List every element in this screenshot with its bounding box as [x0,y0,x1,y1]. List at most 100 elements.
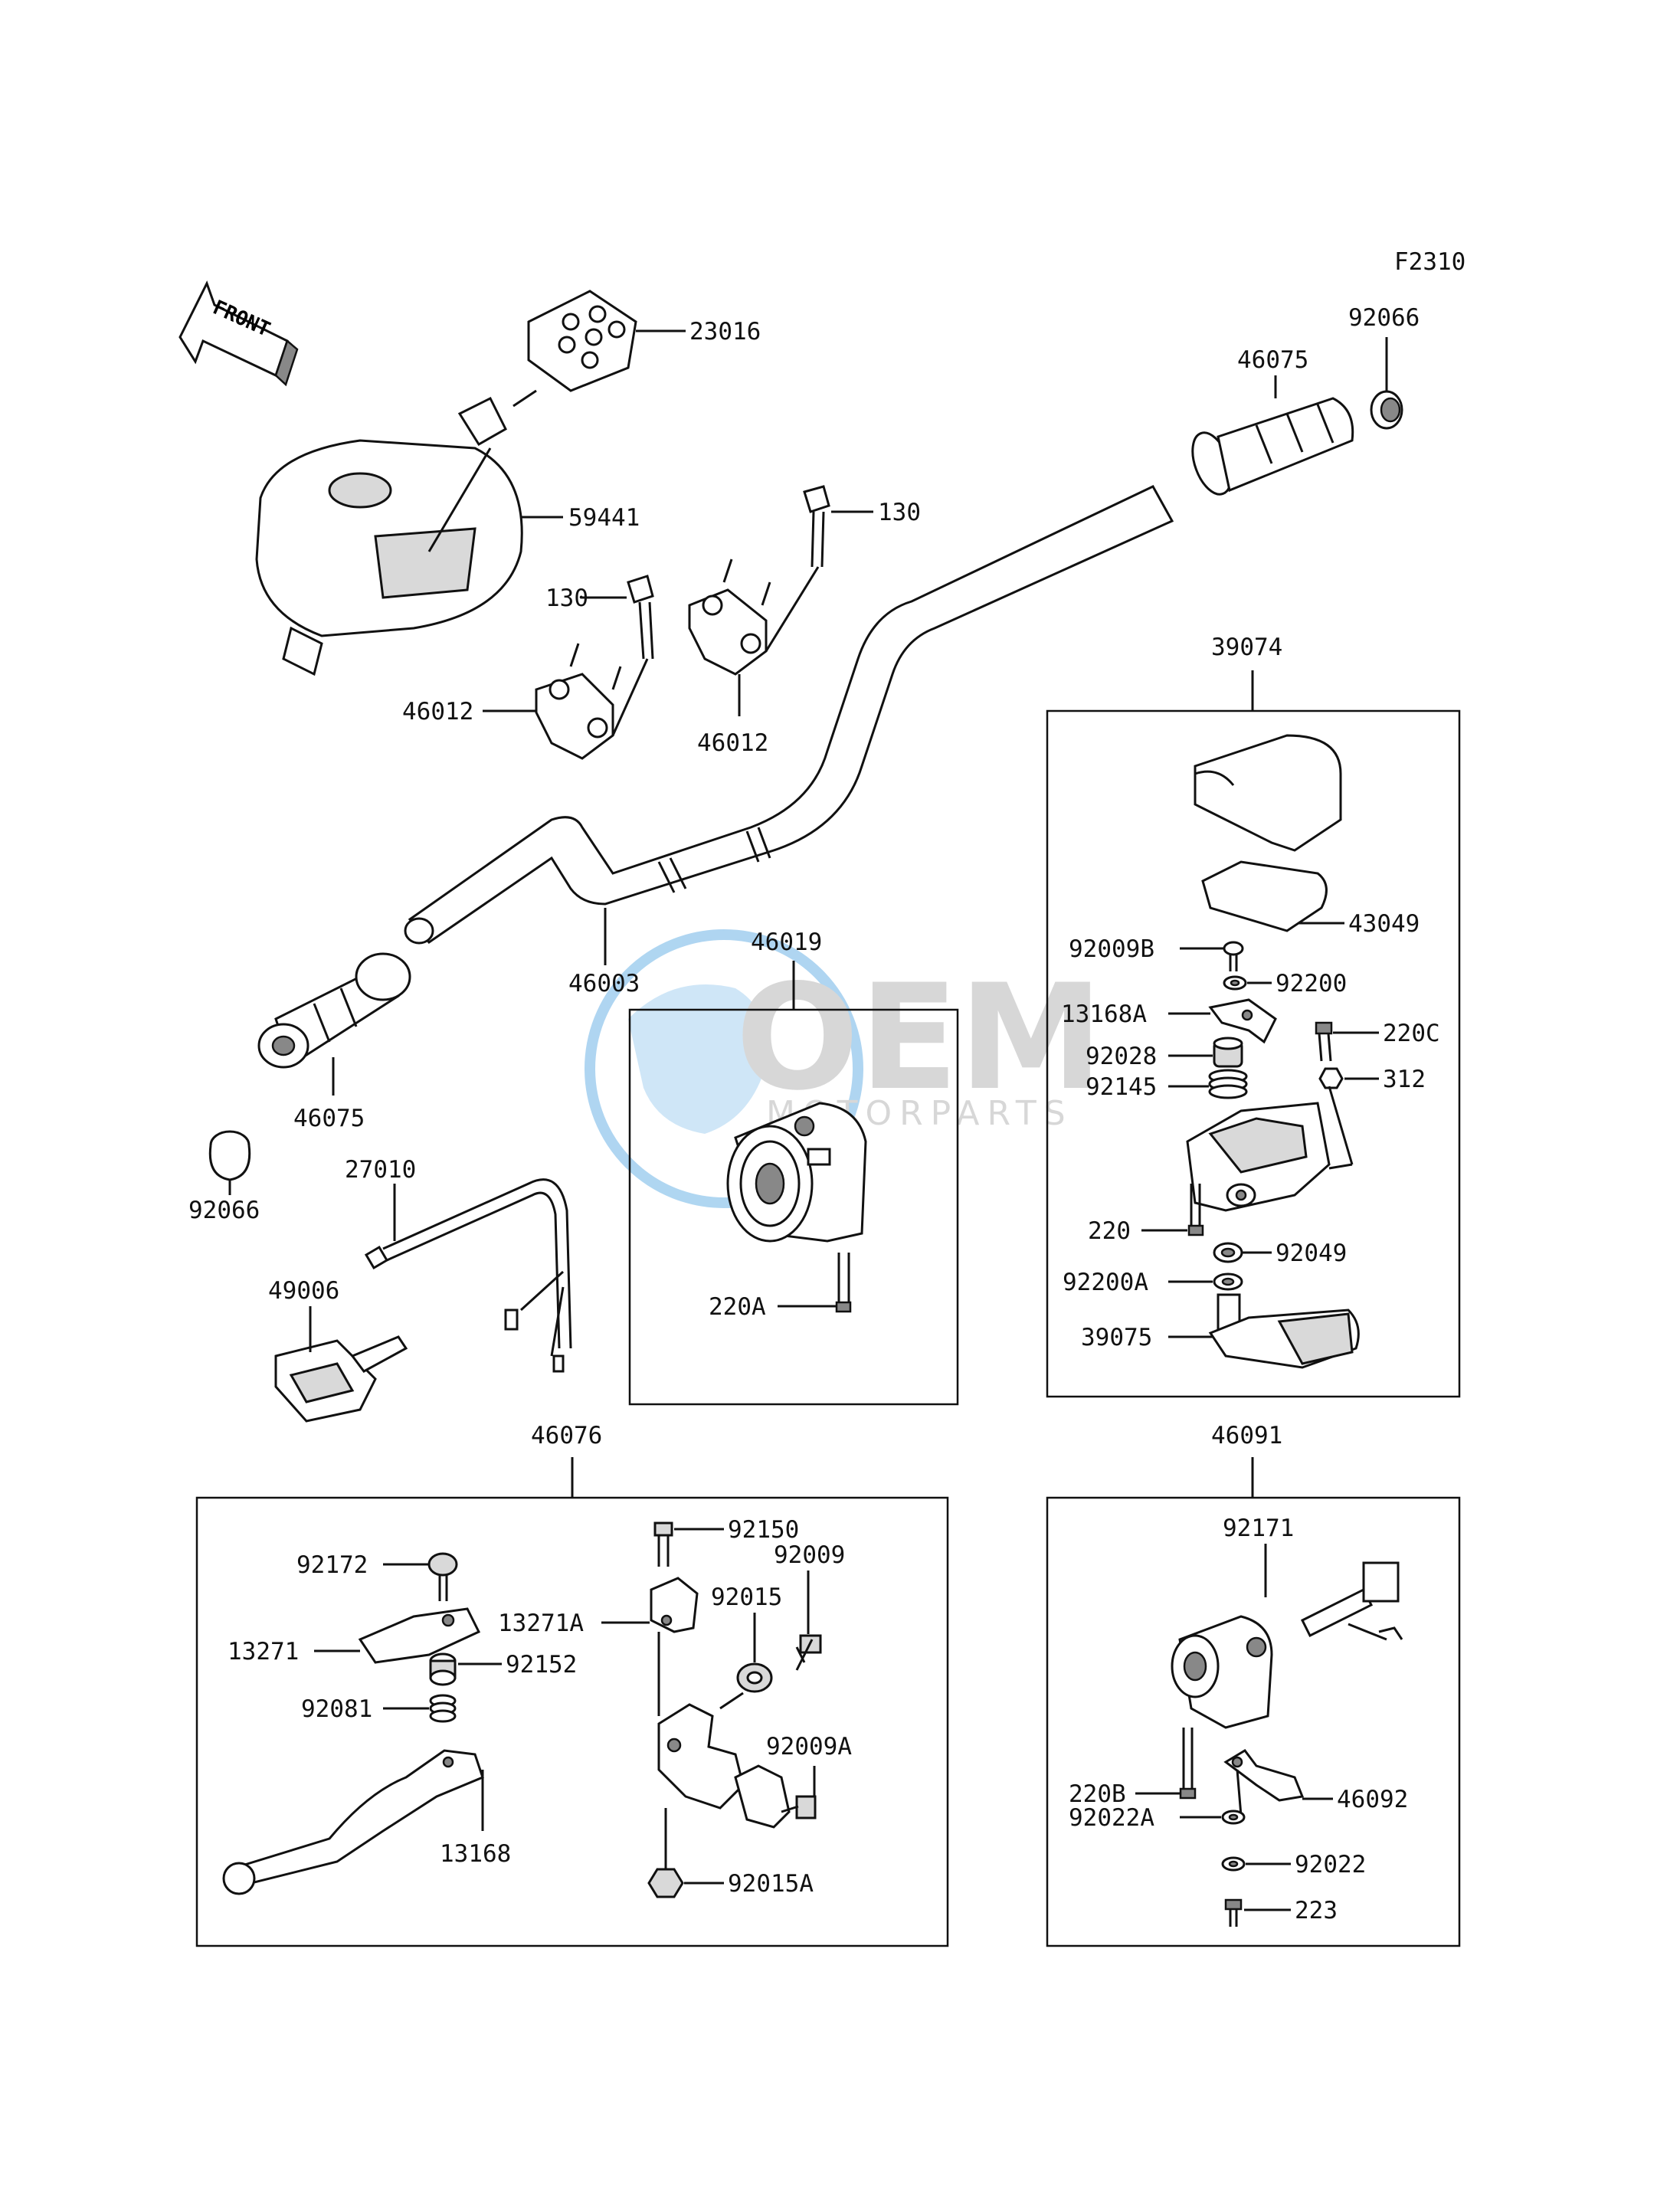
label-92066-left: 92066 [188,1197,260,1224]
part-92015-nut-icon [736,1662,773,1693]
part-92009B-screw-icon [1223,941,1244,971]
part-23016-icon [513,290,637,408]
watermark-brand: OEM [735,953,1103,1122]
part-130-bolt-right-icon [765,485,830,652]
label-46075-right: 46075 [1237,346,1308,374]
part-92145-spring-icon [1208,1069,1248,1099]
part-92022A-washer-icon [1221,1810,1246,1825]
part-39074-throttle-cover-icon [1194,734,1342,852]
label-92009A: 92009A [766,1733,852,1760]
part-92200-washer-icon [1223,975,1247,991]
part-46075-right-grip-icon [1191,397,1354,496]
label-220C: 220C [1383,1020,1440,1047]
part-220C-screw-icon [1315,1021,1333,1062]
part-39075-lever-icon [1208,1293,1360,1369]
part-46091-switch-assembly-icon [1171,1561,1403,1729]
label-92171: 92171 [1223,1515,1294,1542]
watermark-globe-icon [585,929,863,1208]
label-92022: 92022 [1295,1851,1366,1878]
part-92066-right-end-icon [1370,390,1403,430]
part-46012-clamp-right-icon [688,558,771,676]
label-13168: 13168 [440,1840,511,1868]
label-130-left: 130 [545,585,588,612]
label-92015: 92015 [711,1584,782,1611]
part-46012-clamp-left-icon [535,643,622,760]
label-220A: 220A [709,1293,766,1321]
label-92081: 92081 [301,1695,372,1723]
label-220B: 220B [1069,1780,1126,1808]
diagram-code: F2310 [1394,248,1465,276]
part-92150-screw-icon [653,1521,673,1567]
part-13271-plate-icon [358,1607,481,1664]
part-92009A-screw-icon [781,1795,817,1819]
label-23016: 23016 [689,318,761,346]
label-92009: 92009 [774,1541,845,1569]
part-46076-lever-bracket-icon [657,1632,791,1829]
part-43049-pad-icon [1201,860,1328,932]
part-27010-cable-icon [364,1178,572,1373]
part-92200A-washer-icon [1213,1272,1243,1291]
label-43049: 43049 [1348,910,1420,938]
watermark: OEM MOTORPARTS [585,929,1103,1208]
label-312: 312 [1383,1066,1426,1093]
label-92200A: 92200A [1063,1269,1148,1296]
label-46075-left: 46075 [293,1105,365,1132]
label-46012-left: 46012 [402,698,473,725]
label-46019: 46019 [751,929,822,956]
label-92152: 92152 [506,1651,577,1679]
label-92009B: 92009B [1069,935,1154,963]
label-92066-right: 92066 [1348,304,1420,332]
label-92145: 92145 [1086,1073,1157,1101]
label-92200: 92200 [1276,970,1347,997]
part-92015A-nut-icon [647,1808,684,1898]
part-46075-left-grip-icon [257,952,411,1069]
part-312-nut-icon [1318,1067,1344,1089]
label-39075: 39075 [1081,1324,1152,1351]
part-92172-screw-icon [427,1552,458,1601]
label-46003: 46003 [568,970,640,997]
label-92049: 92049 [1276,1240,1347,1267]
part-92049-seal-icon [1213,1242,1243,1263]
label-46076: 46076 [531,1422,602,1449]
label-46012-right: 46012 [697,729,768,757]
part-92028-collar-icon [1213,1037,1243,1068]
label-27010: 27010 [345,1156,416,1184]
label-46092: 46092 [1337,1786,1408,1813]
label-46091: 46091 [1211,1422,1282,1449]
part-39074-throttle-housing-icon [1186,1086,1354,1212]
label-220: 220 [1088,1217,1131,1245]
part-223-screw-icon [1224,1898,1243,1927]
part-46019-switch-housing-icon [726,1102,867,1243]
label-49006: 49006 [268,1277,339,1305]
front-arrow-icon: FRONT [178,280,299,387]
part-46003-handlebar-icon [404,485,1174,945]
part-130-bolt-left-icon [611,575,654,736]
part-220A-screw-icon [835,1253,852,1313]
part-59441-icon [255,396,523,676]
label-39074: 39074 [1211,634,1282,661]
label-130-right: 130 [878,499,921,526]
label-13271A: 13271A [498,1610,584,1637]
label-92022A: 92022A [1069,1804,1154,1832]
part-92152-collar-icon [429,1652,457,1686]
part-92066-left-end-icon [208,1130,251,1181]
label-92028: 92028 [1086,1043,1157,1070]
part-13168-lever-icon [222,1749,484,1895]
label-92015A: 92015A [728,1870,814,1898]
label-223: 223 [1295,1897,1338,1924]
part-46092-lever-icon [1223,1749,1305,1816]
part-220-screw-icon [1187,1184,1204,1236]
part-220B-screw-icon [1179,1728,1197,1800]
part-13271A-bracket-icon [650,1577,699,1633]
label-13271: 13271 [228,1638,299,1665]
label-92172: 92172 [296,1551,368,1579]
part-92081-spring-icon [429,1694,457,1723]
part-92009-screw-icon [795,1634,822,1671]
part-13168A-plate-icon [1208,998,1277,1044]
label-59441: 59441 [568,504,640,532]
label-13168A: 13168A [1061,1001,1147,1028]
label-92150: 92150 [728,1516,799,1544]
part-49006-switch-icon [274,1335,408,1423]
